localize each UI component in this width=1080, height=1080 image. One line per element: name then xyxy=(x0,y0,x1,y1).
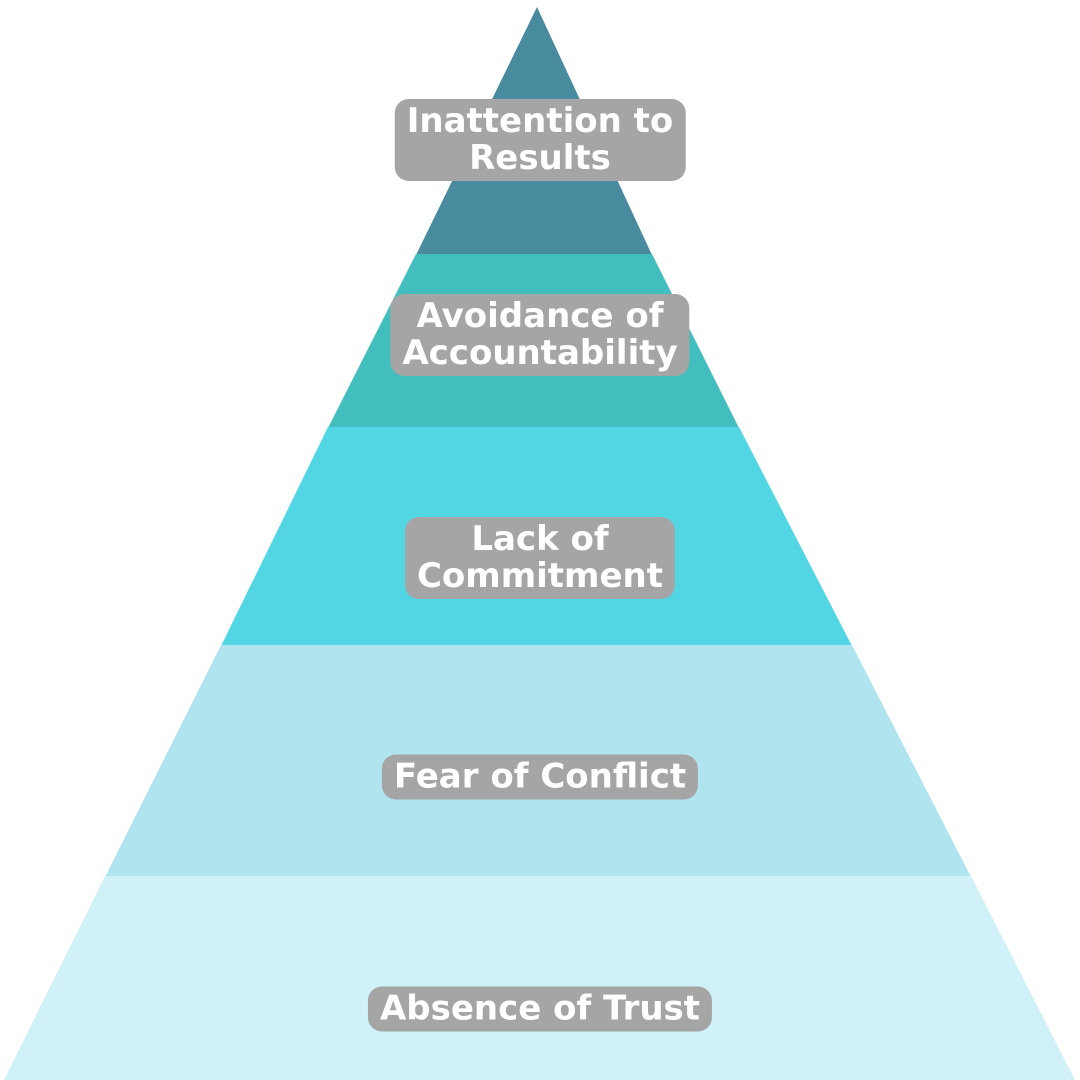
pyramid-level-4-label: Fear of Conflict xyxy=(381,754,699,800)
pyramid-level-5-band xyxy=(4,876,1075,1080)
pyramid-level-1-label: Inattention to Results xyxy=(394,99,686,181)
pyramid-level-3-label: Lack of Commitment xyxy=(404,517,676,599)
pyramid-level-5-label: Absence of Trust xyxy=(367,986,713,1032)
pyramid-level-2-label: Avoidance of Accountability xyxy=(390,294,690,376)
